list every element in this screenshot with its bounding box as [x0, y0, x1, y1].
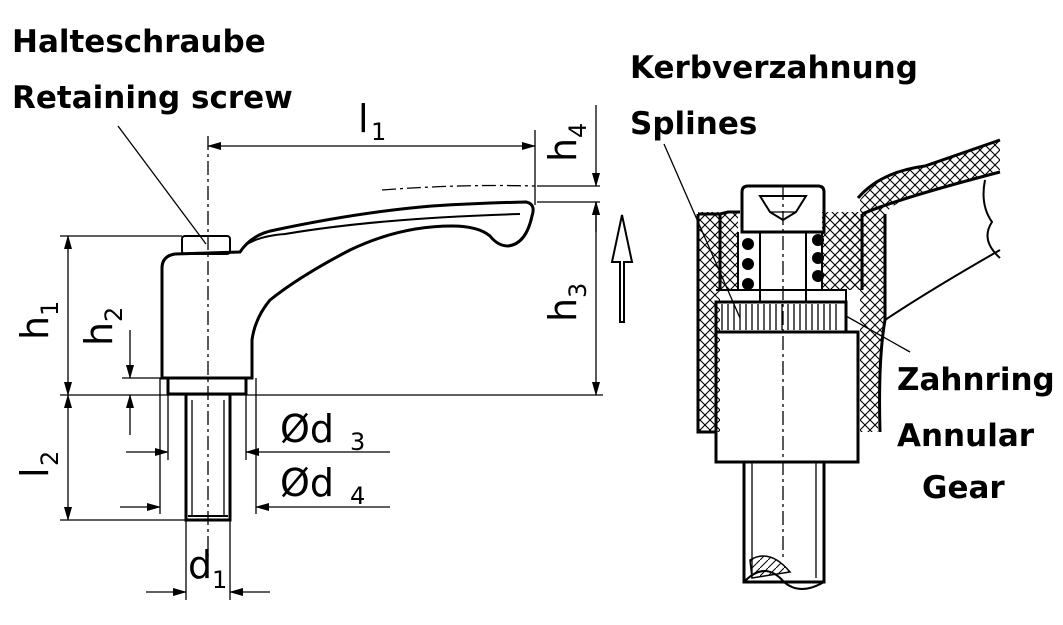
handle-top-contour: [243, 213, 521, 247]
dim-h1: h 1: [13, 301, 64, 340]
svg-text:l: l: [358, 97, 369, 141]
dimension-lines: [60, 105, 603, 600]
retaining-screw-head: [181, 235, 231, 255]
dim-l1: l 1: [358, 97, 386, 146]
svg-text:l: l: [13, 467, 57, 478]
dim-h2: h 2: [77, 307, 128, 346]
svg-text:2: 2: [100, 307, 128, 322]
svg-text:Ød: Ød: [280, 461, 334, 505]
svg-text:Ød: Ød: [280, 407, 334, 451]
svg-text:2: 2: [36, 451, 64, 466]
svg-text:h: h: [13, 316, 57, 340]
svg-text:3: 3: [350, 428, 365, 456]
retaining-screw-leader: [117, 125, 207, 245]
svg-text:3: 3: [564, 283, 592, 298]
svg-text:h: h: [77, 322, 121, 346]
annular-gear-leader: [845, 315, 911, 353]
hub-body: [714, 330, 860, 464]
dim-d1: d 1: [188, 543, 227, 594]
svg-text:4: 4: [350, 482, 365, 510]
svg-text:d: d: [188, 543, 212, 587]
svg-text:h: h: [541, 138, 585, 162]
svg-text:1: 1: [36, 301, 64, 316]
label-splines-en: Splines: [630, 106, 757, 142]
dim-d4: Ød 4: [280, 461, 365, 510]
dim-h3: h 3: [541, 283, 592, 322]
spring-coils: [742, 234, 824, 290]
lever-travel-line: [381, 184, 536, 191]
handle-side-view: [160, 136, 634, 560]
svg-text:1: 1: [371, 118, 386, 146]
dim-d3: Ød 3: [280, 407, 365, 456]
splines-leader: [663, 143, 741, 319]
handle-outline: [160, 200, 535, 380]
label-retaining-screw-de: Halteschraube: [12, 24, 266, 60]
svg-text:4: 4: [564, 123, 592, 138]
svg-text:1: 1: [212, 566, 227, 594]
base-collar: [166, 376, 248, 396]
section-view: [663, 138, 1001, 590]
lift-direction-arrow: [610, 214, 634, 323]
section-screw-head: [740, 184, 826, 234]
label-retaining-screw-en: Retaining screw: [12, 80, 293, 116]
lever-housing-outline: [856, 138, 1001, 199]
label-annular-gear-en-1: Annular: [897, 418, 1035, 454]
label-annular-gear-de: Zahnring: [897, 362, 1055, 398]
svg-text:h: h: [541, 298, 585, 322]
label-annular-gear-en-2: Gear: [922, 470, 1005, 506]
label-splines-de: Kerbverzahnung: [630, 50, 918, 86]
dim-l2: l 2: [13, 451, 64, 478]
dim-h4: h 4: [541, 123, 592, 162]
